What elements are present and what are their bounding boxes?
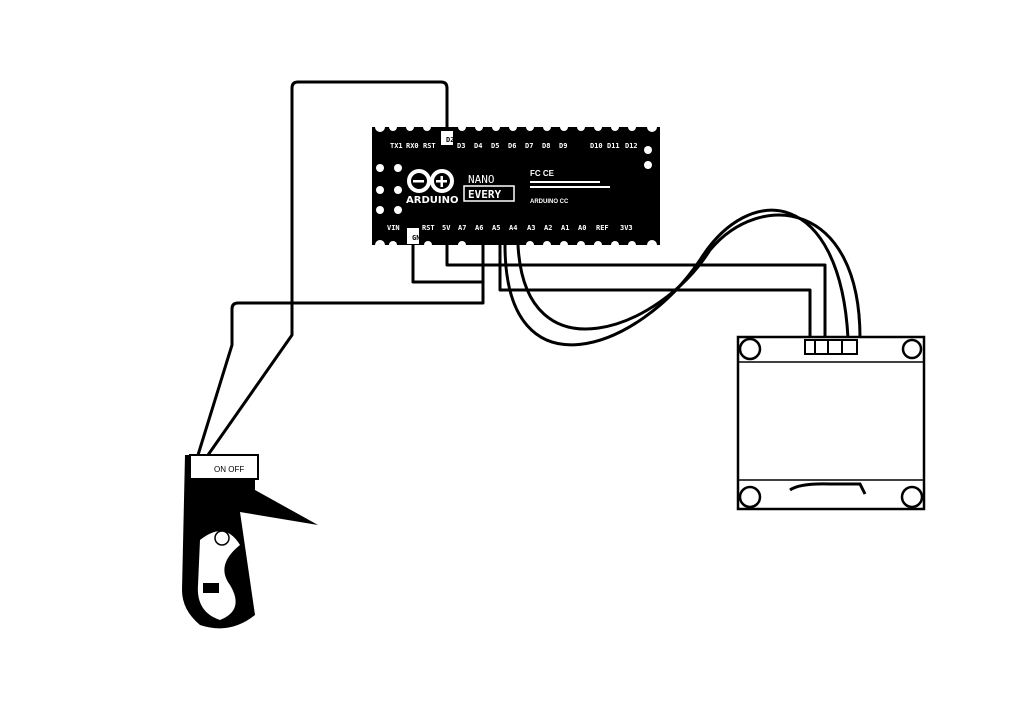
pin-label: D6: [508, 142, 516, 150]
wire-scl-to-display: [516, 213, 862, 339]
arduino-logo-icon: [407, 169, 454, 193]
top-pin-notches: [389, 123, 636, 131]
pin-label: 5V: [442, 224, 451, 232]
switch-label: ON OFF: [214, 465, 244, 474]
bottom-pin-labels: VIN RST 5V A7 A6 A5 A4 A3 A2 A1 A0 REF 3…: [387, 224, 633, 232]
power-switch[interactable]: [189, 454, 259, 480]
display-header-pins: [804, 339, 858, 355]
wire-5v-to-display: [445, 245, 827, 338]
pin-label: D2: [446, 136, 454, 144]
pin-label: TX1: [390, 142, 403, 150]
pin-label: D3: [457, 142, 465, 150]
pin-label: D12: [625, 142, 638, 150]
battery-holder: ON OFF: [182, 454, 318, 629]
pin-label: D4: [474, 142, 482, 150]
wires: [196, 80, 862, 456]
wire-d2-to-battery: [206, 80, 449, 456]
cert-marks: FC CE: [530, 169, 555, 178]
wire-gnd-join: [411, 245, 483, 284]
pin-label: A3: [527, 224, 535, 232]
wire-sda-to-display: [503, 208, 850, 347]
pin-label: D10: [590, 142, 603, 150]
model-label: NANO: [468, 173, 495, 186]
header-holes: [375, 122, 657, 250]
pin-label: A7: [458, 224, 466, 232]
pin-label: A0: [578, 224, 586, 232]
pin-label: VIN: [387, 224, 400, 232]
pin-label: A4: [509, 224, 517, 232]
pin-label: RX0: [406, 142, 419, 150]
pin-label: D9: [559, 142, 567, 150]
pin-label: D5: [491, 142, 499, 150]
pin-label: D8: [542, 142, 550, 150]
pin-label: A1: [561, 224, 569, 232]
pin-label: A2: [544, 224, 552, 232]
brand-label: ARDUINO: [406, 195, 458, 206]
pin-label: A6: [475, 224, 483, 232]
pin-label: RST: [422, 224, 435, 232]
pin-label: GND: [412, 234, 425, 242]
display-ribbon-connector: [789, 482, 867, 495]
pin-label: REF: [596, 224, 609, 232]
pin-label: RST: [423, 142, 436, 150]
top-pin-labels: TX1 RX0 RST D3 D4 D5 D6 D7 D8 D9 D10 D11…: [390, 142, 638, 150]
bottom-pin-notches: [389, 241, 636, 249]
footer-label: ARDUINO CC: [530, 199, 569, 205]
pin-label: A5: [492, 224, 500, 232]
wire-battery-ground: [196, 245, 485, 456]
wire-a7-to-display: [498, 245, 812, 338]
pin-label: D11: [607, 142, 620, 150]
arduino-nano-every: TX1 RX0 RST D3 D4 D5 D6 D7 D8 D9 D10 D11…: [372, 122, 660, 250]
display-module: [736, 335, 926, 511]
pin-label: D7: [525, 142, 533, 150]
pin-label: 3V3: [620, 224, 633, 232]
model-label-every: EVERY: [468, 188, 501, 201]
